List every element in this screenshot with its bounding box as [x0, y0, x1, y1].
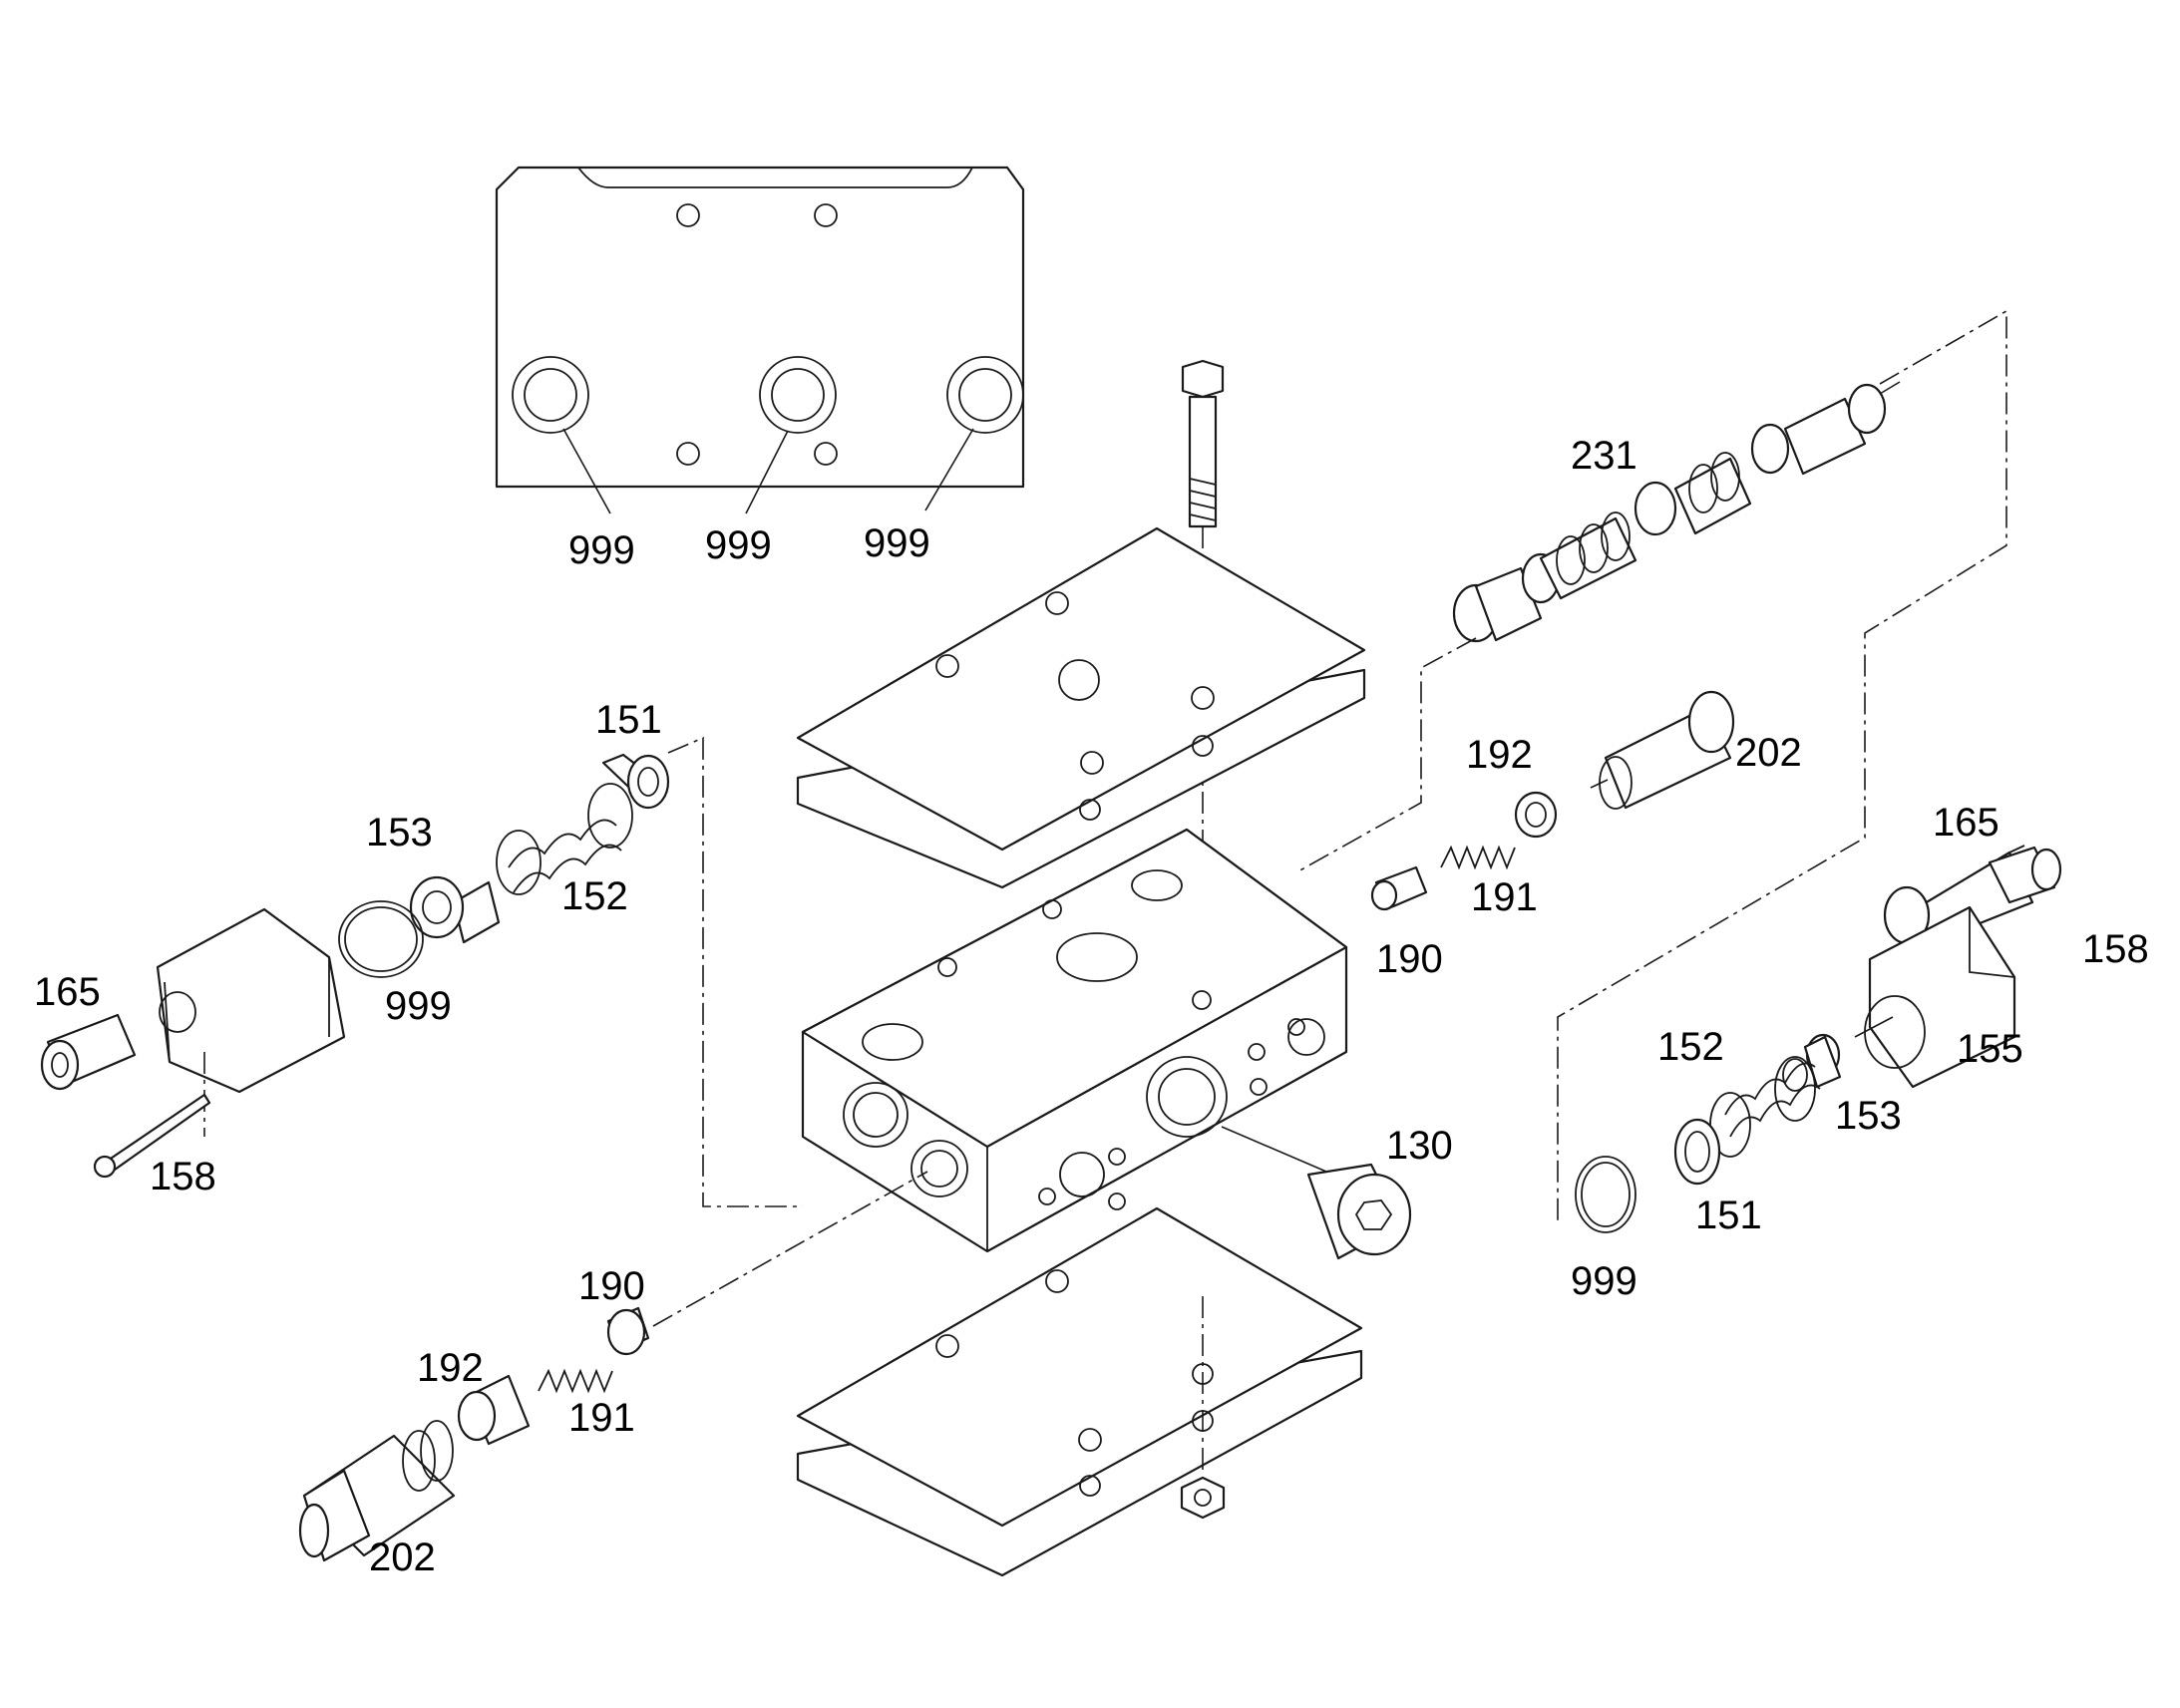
callout-231: 231 [1571, 434, 1637, 478]
callout-190-right: 190 [1376, 937, 1443, 981]
callout-153-right: 153 [1835, 1094, 1902, 1138]
left-end-cap-assembly [40, 736, 803, 1207]
callout-152-right: 152 [1657, 1025, 1724, 1069]
callout-192-left: 192 [417, 1346, 484, 1390]
spool [1295, 309, 2007, 1221]
cover-plate [495, 166, 1025, 514]
callout-999-right: 999 [1571, 1259, 1637, 1303]
callout-999-left: 999 [385, 984, 452, 1028]
callout-153-left: 153 [366, 811, 433, 854]
callout-151-left: 151 [595, 698, 662, 742]
callout-191-left: 191 [568, 1396, 635, 1440]
callout-165-right: 165 [1933, 801, 1999, 845]
right-end-cap-assembly [1575, 845, 2062, 1233]
right-relief-valve [1370, 690, 1735, 911]
callout-158-left: 158 [150, 1155, 216, 1198]
callout-999-b: 999 [705, 523, 772, 567]
callout-155: 155 [1957, 1027, 2023, 1071]
callout-999-c: 999 [864, 521, 930, 565]
callout-152-left: 152 [561, 874, 628, 918]
callout-130: 130 [1386, 1124, 1453, 1168]
callout-999-a: 999 [568, 528, 635, 572]
callout-202-left: 202 [369, 1536, 436, 1579]
callout-labels: 999 999 999 231 151 192 202 153 165 152 … [34, 434, 2149, 1579]
upper-gaskets [796, 526, 1366, 889]
callout-192-right: 192 [1466, 733, 1533, 777]
callout-202-right: 202 [1735, 731, 1802, 775]
callout-151-right: 151 [1695, 1194, 1762, 1237]
lower-gaskets [796, 1206, 1363, 1577]
callout-191-right: 191 [1471, 875, 1538, 919]
valve-body [801, 828, 1348, 1253]
callout-190-left: 190 [578, 1264, 645, 1308]
callout-165-left: 165 [34, 970, 101, 1014]
callout-158-right: 158 [2082, 927, 2149, 971]
plug [1221, 1126, 1412, 1260]
left-relief-valve [298, 1171, 928, 1562]
